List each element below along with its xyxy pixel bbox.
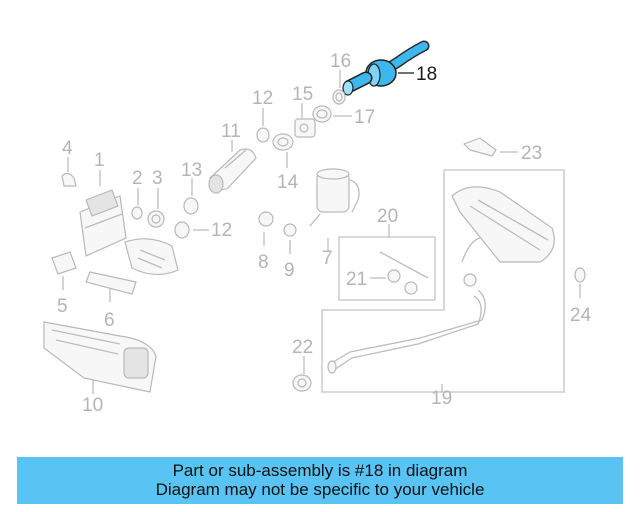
part-2-gasket (131, 206, 143, 220)
part-23-hanger (462, 137, 497, 157)
part-12-gasket-upper (256, 127, 270, 143)
part-19-rear-muffler-and-pipe (327, 186, 555, 374)
part-1-particulate-filter (79, 189, 179, 276)
callout-2: 2 (132, 168, 143, 189)
callout-16: 16 (330, 51, 351, 72)
part-8-gasket (258, 211, 274, 227)
callout-14: 14 (277, 172, 299, 193)
part-24-grommet (574, 267, 586, 283)
callout-9: 9 (284, 260, 295, 281)
part-5-heat-shield (51, 251, 77, 275)
part-13-gasket (183, 197, 199, 215)
callout-13: 13 (181, 160, 202, 181)
callout-7: 7 (322, 248, 333, 269)
banner-line-1: Part or sub-assembly is #18 in diagram (172, 461, 468, 480)
callout-15: 15 (292, 84, 313, 105)
callout-8: 8 (258, 252, 269, 273)
callout-4: 4 (62, 138, 73, 159)
part-11-converter (208, 148, 257, 194)
info-banner: Part or sub-assembly is #18 in diagram D… (17, 457, 623, 504)
callout-18: 18 (416, 64, 437, 85)
callout-24: 24 (570, 305, 592, 326)
part-3-clamp (147, 210, 165, 228)
banner-line-2: Diagram may not be specific to your vehi… (155, 480, 485, 499)
callout-3: 3 (152, 168, 163, 189)
part-7-resonator (309, 168, 360, 227)
part-16-gasket (332, 89, 346, 105)
part-4-bracket (61, 172, 77, 187)
callout-20: 20 (377, 206, 398, 227)
callout-5: 5 (57, 296, 68, 317)
exhaust-parts-diagram: 18 16 15 17 12 14 11 13 12 (43, 40, 592, 416)
callout-22: 22 (292, 337, 313, 358)
part-9-nut (283, 223, 297, 237)
callout-12-upper: 12 (252, 88, 273, 109)
callout-23: 23 (521, 143, 542, 164)
callout-10: 10 (82, 395, 103, 416)
callout-11: 11 (221, 121, 241, 142)
callout-17: 17 (354, 107, 375, 128)
part-15-clamp (294, 105, 332, 138)
part-10-egr-cooler (43, 321, 157, 393)
part-14-clamp (272, 133, 294, 151)
callout-21: 21 (346, 269, 367, 290)
part-6-gasket-plate (85, 271, 137, 295)
box-19 (321, 169, 565, 393)
box-20 (338, 236, 436, 301)
callout-6: 6 (104, 310, 115, 331)
part-18-front-pipe[interactable] (342, 40, 430, 96)
part-12-gasket-lower (174, 221, 190, 239)
callout-19: 19 (431, 388, 452, 409)
part-21-mount (379, 251, 429, 295)
part-22-flange (292, 374, 312, 392)
callout-1: 1 (94, 150, 105, 171)
callout-12-lower: 12 (211, 220, 232, 241)
